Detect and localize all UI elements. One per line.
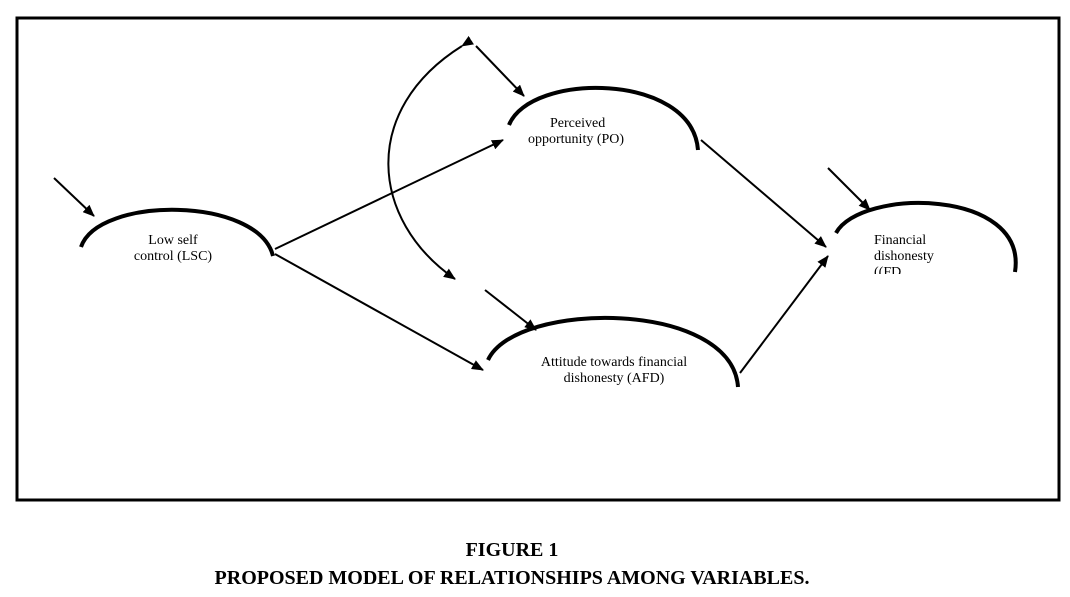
error-arrow-fd bbox=[827, 167, 871, 211]
covariance-curve bbox=[387, 35, 474, 280]
error-arrow-po bbox=[475, 45, 525, 97]
error-arrow-afd bbox=[484, 289, 537, 331]
diagram-border bbox=[15, 16, 1061, 502]
node-afd-line1: Attitude towards financial bbox=[540, 355, 688, 370]
node-lsc-outline bbox=[79, 207, 275, 257]
node-po-line1: Perceived bbox=[550, 116, 606, 131]
figure-title: PROPOSED MODEL OF RELATIONSHIPS AMONG VA… bbox=[214, 567, 810, 589]
node-po-line2: opportunity (PO) bbox=[528, 132, 625, 147]
node-fd-outline bbox=[834, 201, 1018, 273]
node-afd-outline bbox=[486, 315, 740, 388]
node-fd-line1: Financial bbox=[874, 233, 927, 248]
node-afd-line2: dishonesty (AFD) bbox=[563, 371, 665, 386]
node-lsc-label: Low self control (LSC) bbox=[108, 233, 238, 265]
node-afd-label: Attitude towards financial dishonesty (A… bbox=[512, 355, 716, 387]
node-fd-line2: dishonesty bbox=[874, 249, 934, 264]
path-afd-to-fd bbox=[739, 255, 829, 374]
error-arrow-lsc bbox=[53, 177, 95, 217]
node-lsc-line1: Low self bbox=[148, 233, 198, 248]
node-fd-line3: ((FD bbox=[874, 265, 902, 274]
figure-number: FIGURE 1 bbox=[465, 539, 559, 561]
path-po-to-fd bbox=[700, 139, 827, 248]
node-fd-label: Financial dishonesty ((FD bbox=[874, 233, 984, 274]
path-lsc-to-afd bbox=[274, 253, 484, 371]
node-lsc-line2: control (LSC) bbox=[133, 249, 213, 264]
node-po-label: Perceived opportunity (PO) bbox=[528, 116, 668, 148]
node-po-outline bbox=[507, 85, 700, 151]
figure-caption: FIGURE 1 PROPOSED MODEL OF RELATIONSHIPS… bbox=[0, 536, 1024, 592]
